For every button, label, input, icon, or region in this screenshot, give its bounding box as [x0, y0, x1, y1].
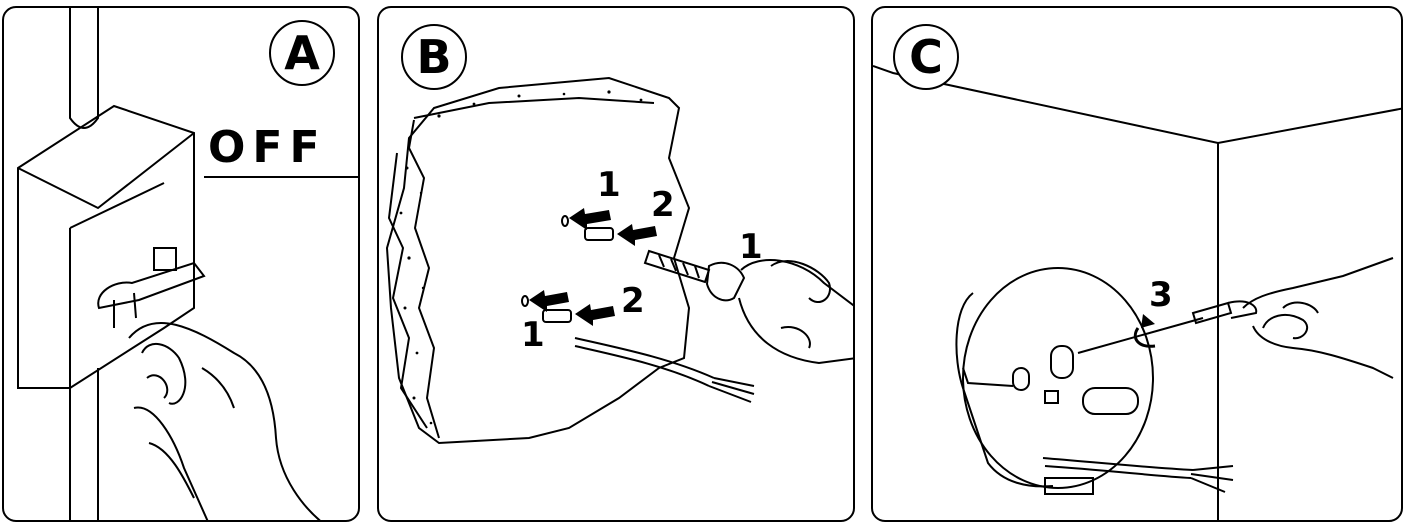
step-number-label: 3 — [1149, 275, 1173, 315]
step-number-label: 1 — [739, 227, 763, 267]
panel-a: A OFF — [2, 6, 360, 522]
off-label: OFF — [208, 122, 327, 173]
step-number-label: 2 — [621, 281, 645, 321]
step-number-label: 1 — [597, 165, 621, 205]
mounting-box-illustration — [873, 65, 1401, 520]
panel-c: C 3 — [871, 6, 1403, 522]
breaker-illustration — [17, 8, 358, 520]
wall-drilling-illustration — [385, 76, 853, 445]
panel-b: B 1 2 2 1 1 — [377, 6, 855, 522]
step-badge-c: C — [893, 24, 959, 90]
step-badge-a: A — [269, 20, 335, 86]
step-number-label: 2 — [651, 185, 675, 225]
step-number-label: 1 — [521, 315, 545, 355]
step-badge-b: B — [401, 24, 467, 90]
